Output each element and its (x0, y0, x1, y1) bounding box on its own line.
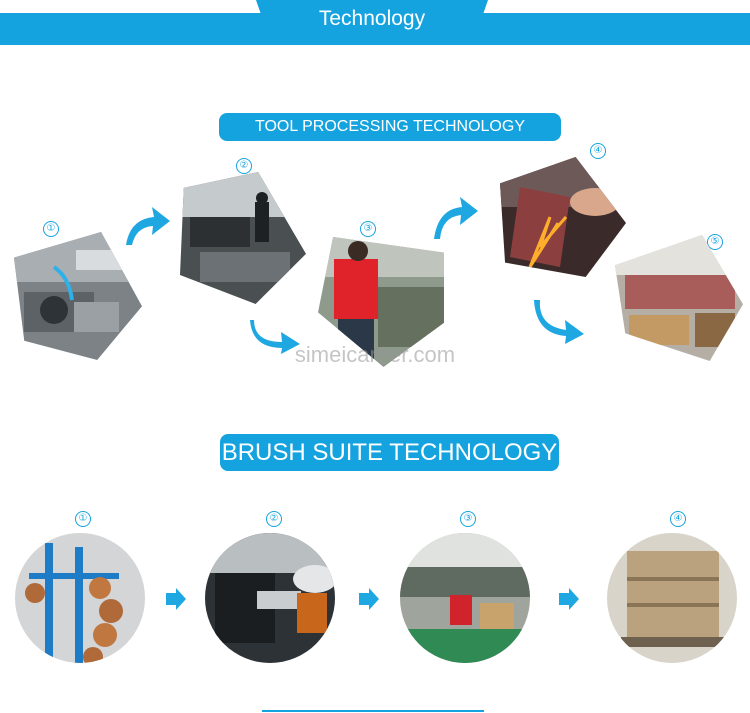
arrow-icon (434, 197, 478, 239)
tool-step-5-number: ⑤ (707, 234, 723, 250)
arrow-icon (534, 300, 584, 344)
packaged-stock-photo (607, 533, 737, 663)
brush-step-2-number: ② (266, 511, 282, 527)
production-line-photo (400, 533, 530, 663)
wire-spools-photo (15, 533, 145, 663)
worker-red-shirt-photo (318, 237, 444, 367)
tool-step-2-number: ② (236, 158, 252, 174)
brush-step-3-number: ③ (460, 511, 476, 527)
tool-step-3-number: ③ (360, 221, 376, 237)
tool-step-4-number: ④ (590, 143, 606, 159)
tool-step-1-number: ① (43, 221, 59, 237)
brush-step-1-number: ① (75, 511, 91, 527)
lathe-machine-photo (14, 232, 142, 360)
watermark: simeicareer.com (294, 342, 456, 367)
grinding-sparks-photo (500, 157, 626, 277)
arrow-icon (250, 320, 300, 354)
page-title: Technology (318, 7, 426, 30)
arrow-icon (166, 588, 186, 610)
brush-step-4-number: ④ (670, 511, 686, 527)
arrow-icon (359, 588, 379, 610)
tool-section-title: TOOL PROCESSING TECHNOLOGY (219, 113, 561, 141)
machine-operator-photo (205, 533, 335, 663)
arrow-icon (126, 207, 170, 245)
brush-section-title: BRUSH SUITE TECHNOLOGY (220, 434, 559, 471)
bottom-divider (262, 710, 484, 712)
arrow-icon (559, 588, 579, 610)
workshop-photo (180, 172, 306, 304)
header-tab (256, 0, 488, 40)
